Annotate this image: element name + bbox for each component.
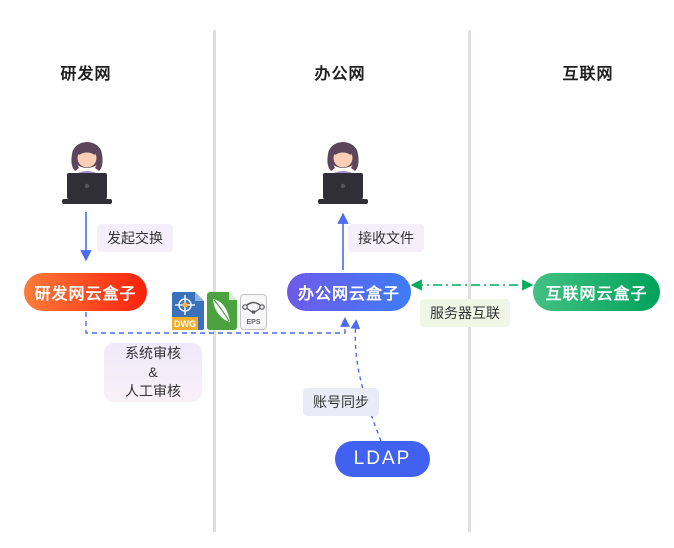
review-line-3: 人工审核	[125, 383, 181, 399]
node-internet-cloudbox: 互联网云盒子	[533, 273, 660, 311]
dwg-file-icon: DWG	[172, 292, 204, 330]
account-sync-dashed-curve	[350, 319, 382, 442]
review-process-label: 系统审核 & 人工审核	[104, 343, 202, 402]
dwg-file-icon-text: DWG	[174, 319, 196, 329]
server-link-label: 服务器互联	[420, 299, 510, 327]
office-user-avatar-icon	[318, 142, 368, 204]
eps-file-icon-text: EPS	[246, 319, 260, 326]
zone-label-rd: 研发网	[60, 66, 112, 83]
review-line-2: &	[148, 364, 158, 380]
rd-user-avatar-icon	[62, 142, 112, 204]
review-line-1: 系统审核	[125, 345, 181, 361]
node-rd-cloudbox: 研发网云盒子	[24, 273, 147, 311]
zone-label-office: 办公网	[314, 66, 366, 83]
receive-file-label: 接收文件	[348, 224, 424, 252]
zone-divider-right	[468, 30, 471, 532]
node-ldap: LDAP	[335, 441, 430, 477]
vector-leaf-file-icon	[207, 292, 237, 330]
initiate-exchange-label: 发起交换	[97, 224, 173, 252]
account-sync-label: 账号同步	[303, 388, 379, 416]
eps-file-icon: EPS	[240, 294, 267, 330]
zone-divider-left	[213, 30, 216, 532]
zone-label-internet: 互联网	[562, 66, 614, 83]
node-office-cloudbox: 办公网云盒子	[287, 273, 411, 311]
